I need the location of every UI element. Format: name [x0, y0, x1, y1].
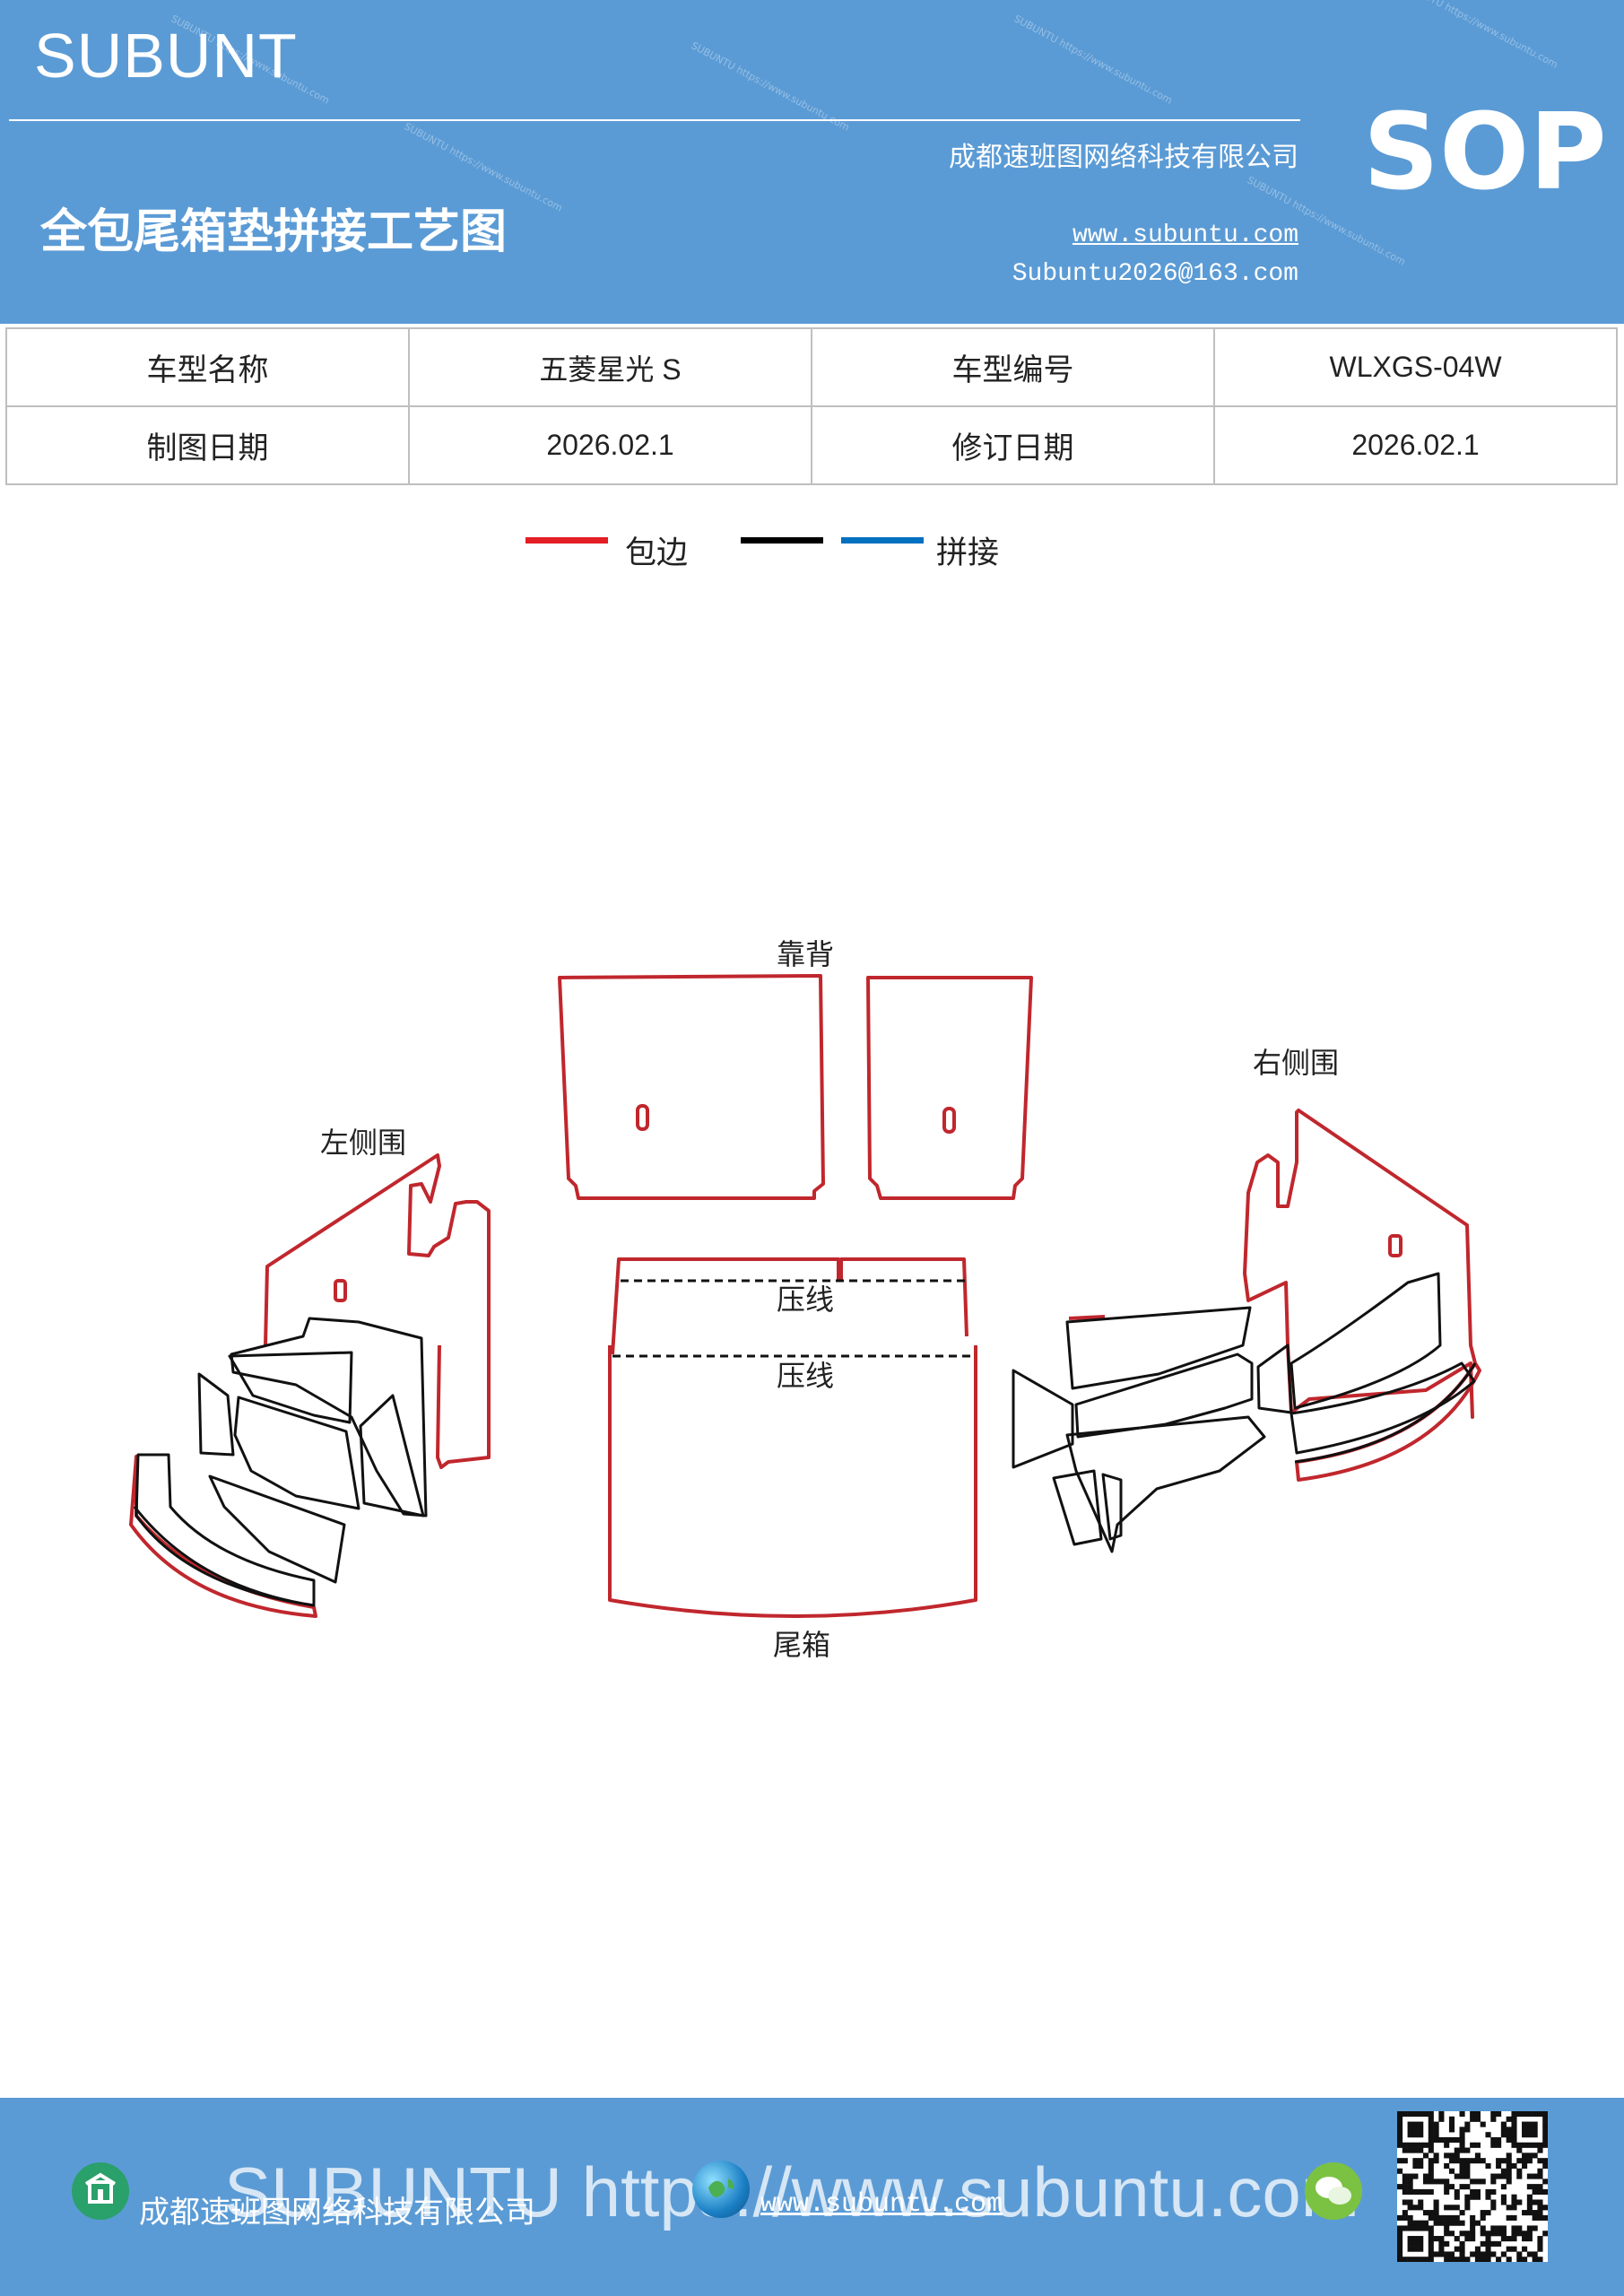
right-piece	[1065, 1306, 1252, 1390]
trunk-bottom-edge	[608, 1345, 977, 1618]
left-arc-seam	[133, 1506, 315, 1607]
header-divider	[9, 119, 1300, 121]
footer-watermark: SUBUNTU https://www.subuntu.com	[224, 2152, 1359, 2231]
document-title: 全包尾箱垫拼接工艺图	[40, 205, 508, 259]
footer-company: 成都速班图网络科技有限公司	[139, 2195, 535, 2231]
left-piece	[233, 1396, 360, 1510]
right-piece	[1052, 1469, 1103, 1546]
left-piece	[228, 1351, 353, 1424]
trunk-top-edge	[611, 1257, 968, 1355]
label-right-side: 右侧围	[1253, 1046, 1339, 1080]
label-trunk: 尾箱	[773, 1628, 830, 1662]
label-left-side: 左侧围	[320, 1126, 406, 1160]
table-row: 制图日期 2026.02.1 修订日期 2026.02.1	[5, 405, 1618, 485]
backrest-right-panel	[866, 976, 1033, 1200]
legend-label-seam: 拼接	[936, 535, 1000, 571]
left-piece	[359, 1394, 425, 1518]
left-piece	[135, 1453, 316, 1607]
vehicle-info-table: 车型名称 五菱星光 S 车型编号 WLXGS-04W 制图日期 2026.02.…	[5, 327, 1618, 485]
right-side-panel	[1243, 1109, 1477, 1419]
table-value: 五菱星光 S	[408, 327, 812, 407]
left-side-panel	[264, 1153, 491, 1469]
footer-website-link[interactable]: www.subuntu.com	[760, 2189, 1003, 2220]
footer-banner: SUBUNTU https://www.subuntu.com 成都速班图网络科…	[0, 2098, 1624, 2296]
legend-label-edge: 包边	[625, 535, 689, 571]
label-crease: 压线	[777, 1283, 834, 1317]
slot-hole	[334, 1279, 347, 1302]
left-piece	[197, 1372, 235, 1457]
right-piece	[1290, 1361, 1476, 1455]
table-label: 车型名称	[5, 327, 410, 407]
right-piece	[1256, 1344, 1293, 1414]
building-icon	[72, 2162, 129, 2220]
left-piece	[230, 1317, 428, 1518]
table-label: 制图日期	[5, 405, 410, 485]
watermark-text: SUBUNTU https://www.subuntu.com	[1397, 0, 1560, 71]
label-backrest: 靠背	[777, 937, 834, 971]
wechat-icon	[1305, 2162, 1362, 2220]
slot-hole	[942, 1107, 956, 1134]
legend-swatch-seam	[841, 537, 924, 544]
legend-swatch-black	[741, 537, 823, 544]
left-arc-edge	[129, 1455, 317, 1618]
qr-code	[1397, 2111, 1549, 2263]
legend-swatch-edge	[525, 537, 608, 544]
table-value: 2026.02.1	[408, 405, 812, 485]
label-crease: 压线	[777, 1359, 834, 1393]
table-value: 2026.02.1	[1213, 405, 1618, 485]
email-address: Subuntu2026@163.com	[1012, 260, 1298, 288]
right-piece	[1012, 1369, 1074, 1469]
globe-icon	[692, 2161, 750, 2218]
slot-hole	[636, 1104, 649, 1131]
table-row: 车型名称 五菱星光 S 车型编号 WLXGS-04W	[5, 327, 1618, 407]
table-value: WLXGS-04W	[1213, 327, 1618, 407]
slot-hole	[1388, 1234, 1403, 1257]
right-arc-seam	[1294, 1362, 1477, 1464]
right-piece	[1101, 1473, 1123, 1541]
table-label: 修订日期	[811, 405, 1215, 485]
sop-badge: SOP	[1363, 90, 1607, 213]
right-piece	[1074, 1352, 1254, 1439]
right-piece	[1065, 1415, 1266, 1553]
left-small-edge	[1068, 1315, 1106, 1320]
watermark-text: SUBUNTU https://www.subuntu.com	[1012, 13, 1175, 107]
website-link[interactable]: www.subuntu.com	[1072, 222, 1298, 249]
right-arc-edge	[1295, 1361, 1481, 1482]
table-label: 车型编号	[811, 327, 1215, 407]
pattern-diagram: 靠背 左侧围 右侧围 压线 压线 尾箱	[129, 937, 1481, 1662]
company-name: 成都速班图网络科技有限公司	[949, 142, 1298, 173]
header-banner: SUBUNTU https://www.subuntu.com SUBUNTU …	[0, 0, 1624, 324]
right-piece	[1290, 1272, 1442, 1410]
backrest-left-panel	[558, 974, 825, 1200]
brand-name: SUBUNT	[34, 21, 298, 91]
left-piece	[208, 1474, 346, 1584]
